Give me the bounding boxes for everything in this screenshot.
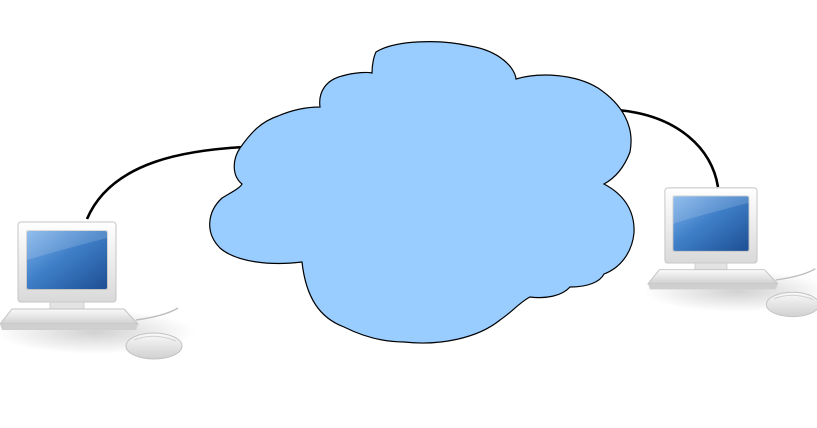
left-connection-cable [85, 145, 245, 220]
left-computer-icon [0, 221, 196, 360]
cloud-icon [209, 41, 635, 344]
right-connection-cable [617, 108, 720, 188]
right-computer-icon [642, 187, 817, 318]
